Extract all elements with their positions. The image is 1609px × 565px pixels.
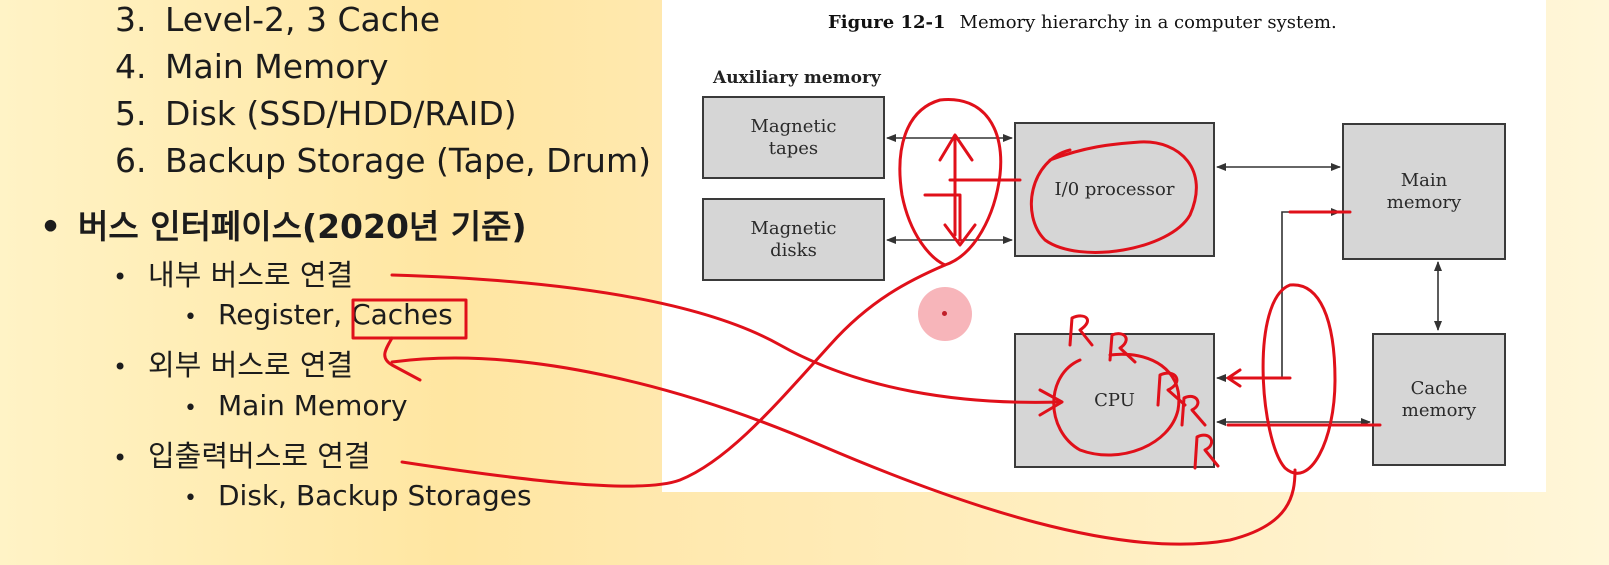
bullet-dot: • — [113, 263, 128, 291]
bus-group-external: • 외부 버스로 연결 — [113, 342, 353, 384]
bus-interface-heading-text: 버스 인터페이스(2020년 기준) — [78, 207, 527, 246]
magnetic-tapes-box: Magnetic tapes — [702, 96, 885, 179]
numbered-item-number: 5. — [115, 94, 147, 133]
numbered-item-text: Disk (SSD/HDD/RAID) — [165, 94, 517, 133]
bullet-dot: • — [184, 486, 197, 511]
memory-hierarchy-figure: Figure 12-1 Memory hierarchy in a compute… — [662, 0, 1546, 492]
magnetic-tapes-label: Magnetic tapes — [750, 115, 837, 159]
numbered-item-backup: 6. Backup Storage (Tape, Drum) — [115, 141, 651, 181]
numbered-item-main-memory: 4. Main Memory — [115, 47, 388, 87]
bus-group-external-sub: • Main Memory — [184, 389, 408, 422]
numbered-item-text: Backup Storage (Tape, Drum) — [165, 141, 651, 180]
numbered-item-cache: 3. Level-2, 3 Cache — [115, 0, 440, 40]
numbered-item-text: Level-2, 3 Cache — [165, 0, 441, 39]
bullet-dot: • — [184, 305, 197, 330]
figure-caption: Figure 12-1 Memory hierarchy in a compute… — [828, 12, 1337, 33]
bus-group-io: • 입출력버스로 연결 — [113, 433, 371, 475]
bullet-dot: • — [113, 353, 128, 381]
bus-group-label: 외부 버스로 연결 — [148, 348, 354, 382]
io-processor-box: I/0 processor — [1014, 122, 1215, 257]
bullet-dot: • — [184, 396, 197, 421]
bus-group-label: 입출력버스로 연결 — [148, 439, 371, 473]
main-memory-label: Main memory — [1386, 169, 1462, 213]
magnetic-disks-label: Magnetic disks — [750, 217, 837, 261]
bullet-dot: • — [113, 444, 128, 472]
cache-memory-label: Cache memory — [1401, 377, 1477, 421]
cpu-main-connector — [1216, 208, 1341, 382]
cpu-label: CPU — [1094, 389, 1135, 411]
bus-group-internal: • 내부 버스로 연결 — [113, 252, 353, 294]
auxiliary-memory-label: Auxiliary memory — [713, 68, 881, 88]
main-memory-box: Main memory — [1342, 123, 1506, 260]
cache-memory-box: Cache memory — [1372, 333, 1506, 466]
cpu-box: CPU — [1014, 333, 1215, 468]
slide-text-area: 3. Level-2, 3 Cache 4. Main Memory 5. Disk … — [0, 0, 680, 565]
numbered-item-number: 3. — [115, 0, 147, 39]
bus-group-io-sub: • Disk, Backup Storages — [184, 479, 532, 512]
numbered-item-number: 6. — [115, 141, 147, 180]
bus-group-sub-text: Main Memory — [218, 389, 408, 422]
bus-group-sub-text: Disk, Backup Storages — [218, 479, 532, 512]
bus-group-label: 내부 버스로 연결 — [148, 258, 354, 292]
figure-number: Figure 12-1 — [828, 12, 946, 33]
bus-interface-heading: • 버스 인터페이스(2020년 기준) — [40, 200, 527, 248]
bus-group-internal-sub: • Register, Caches — [184, 298, 453, 331]
magnetic-disks-box: Magnetic disks — [702, 198, 885, 281]
numbered-item-number: 4. — [115, 47, 147, 86]
bus-group-sub-text: Register, Caches — [218, 298, 453, 331]
numbered-item-text: Main Memory — [165, 47, 389, 86]
figure-caption-text: Memory hierarchy in a computer system. — [959, 12, 1337, 33]
bullet-dot: • — [40, 207, 62, 246]
io-processor-label: I/0 processor — [1054, 178, 1175, 200]
numbered-item-disk: 5. Disk (SSD/HDD/RAID) — [115, 94, 517, 134]
laser-pointer-cursor — [918, 287, 972, 341]
